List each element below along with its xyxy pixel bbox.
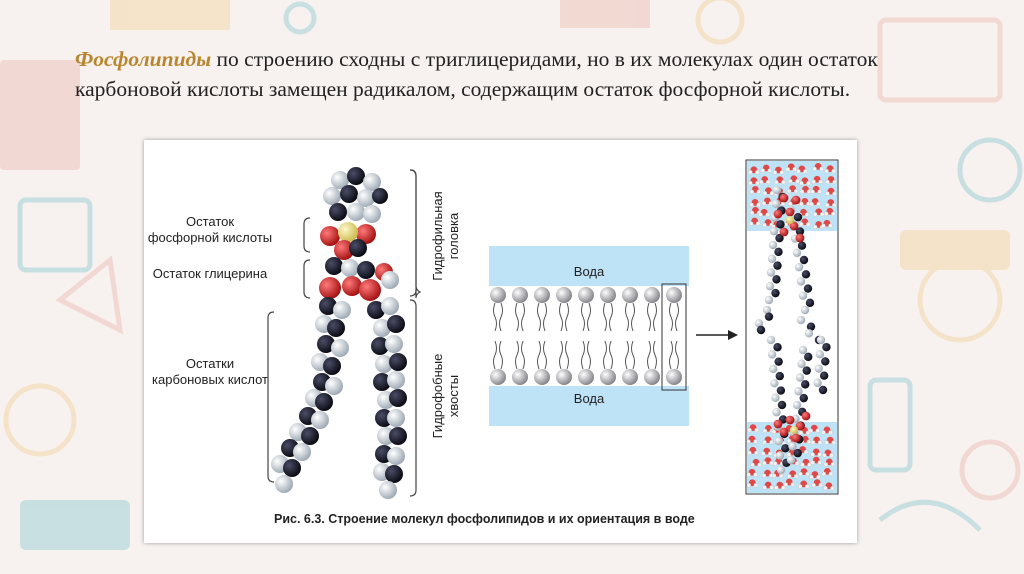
molecular-dynamics-panel [746, 160, 838, 494]
label-phosphate-line1: Остаток [186, 214, 234, 229]
right-brackets [410, 170, 420, 496]
slide-paragraph: Фосфолипиды по строению сходны с триглиц… [75, 44, 975, 104]
figure-caption: Рис. 6.3. Строение молекул фосфолипидов … [274, 512, 695, 526]
arrow [696, 330, 738, 340]
term-phospholipids: Фосфолипиды [75, 47, 211, 71]
bilayer-lipid [534, 287, 550, 385]
phospholipid-molecule-model [271, 167, 407, 499]
label-hydrophobic-line2: хвосты [446, 375, 461, 417]
bilayer-lipid [622, 287, 638, 385]
bilayer-lipid [490, 287, 506, 385]
label-hydrophilic-line1: Гидрофильная [430, 191, 445, 280]
label-water-top: Вода [574, 264, 605, 279]
label-acids-line1: Остатки [186, 356, 234, 371]
label-acids-line2: карбоновых кислот [152, 372, 268, 387]
label-phosphate-line2: фосфорной кислоты [148, 230, 272, 245]
label-hydrophilic-line2: головка [446, 212, 461, 259]
label-hydrophobic-line1: Гидрофобные [430, 354, 445, 439]
label-water-bottom: Вода [574, 391, 605, 406]
figure-illustration: Остаток фосфорной кислоты Остаток глицер… [144, 140, 857, 543]
bilayer-lipid [578, 287, 594, 385]
bilayer-diagram: Вода Вода [489, 246, 689, 426]
bilayer-lipid [644, 287, 660, 385]
figure-panel: Остаток фосфорной кислоты Остаток глицер… [144, 140, 857, 543]
label-glycerol: Остаток глицерина [153, 266, 268, 281]
bilayer-lipid [666, 287, 682, 385]
bilayer-lipid [600, 287, 616, 385]
bilayer-lipid [512, 287, 528, 385]
bilayer-lipid [556, 287, 572, 385]
